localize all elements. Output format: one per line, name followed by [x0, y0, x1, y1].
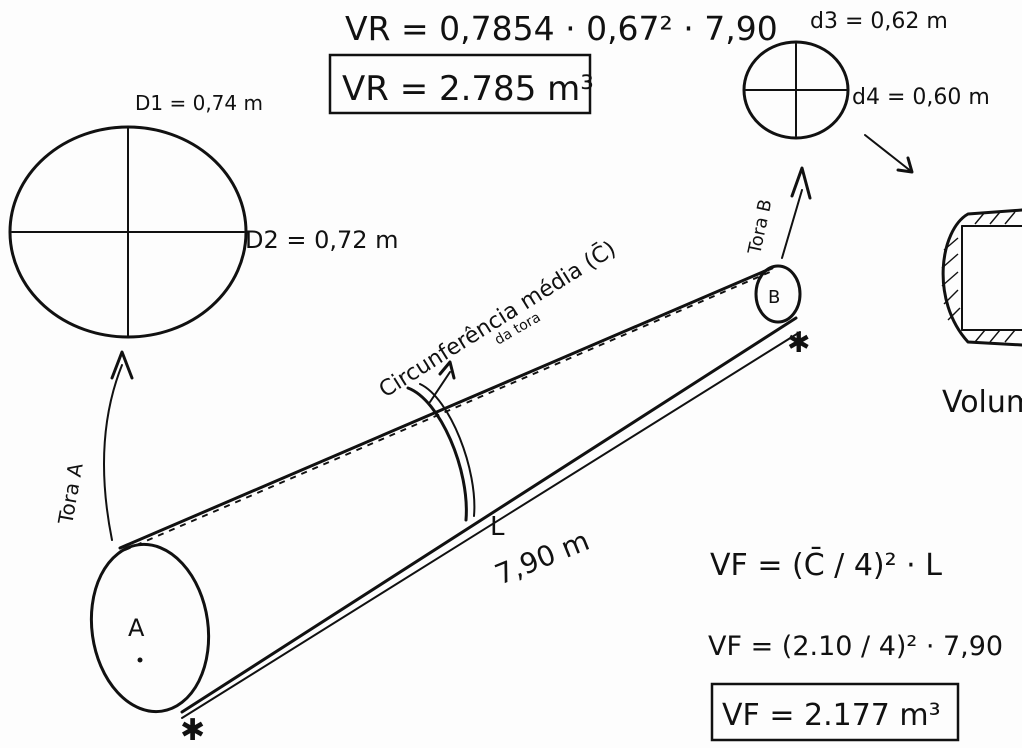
end-b-label: B	[768, 287, 780, 308]
arrowhead-volume	[896, 156, 914, 174]
vr-formula: VR = 0,7854 · 0,67² · 7,90	[345, 9, 778, 48]
arrowhead-b	[790, 166, 812, 200]
vr-result-box	[328, 53, 592, 115]
volume-section-outline	[941, 208, 1022, 347]
volume-hatching	[941, 211, 1016, 343]
vr-result: VR = 2.785 m³	[342, 69, 594, 109]
d3-label: d3 = 0,62 m	[810, 9, 948, 34]
end-a-label: A	[128, 614, 145, 642]
length-dimension-line	[181, 331, 801, 719]
d1-label: D1 = 0,74 m	[135, 91, 263, 115]
tora-b-label: Tora B	[744, 197, 776, 257]
arrow-to-section-a	[102, 364, 123, 541]
arrow-to-volume	[864, 134, 913, 173]
mid-circumference-band-inner	[419, 383, 476, 517]
arrowhead-circumference	[438, 360, 456, 380]
vf-substitution: VF = (2.10 / 4)² · 7,90	[708, 631, 1003, 662]
log-bottom-edge	[180, 316, 798, 714]
d4-label: d4 = 0,60 m	[852, 85, 990, 110]
length-value: 7,90 m	[490, 524, 594, 592]
volume-label: Volum	[942, 385, 1022, 420]
mid-circumference-label: Circunferência média (C̄)	[374, 236, 620, 403]
tora-a-label: Tora A	[53, 461, 88, 527]
arrow-to-section-b	[781, 189, 803, 259]
arrow-to-mid-circumference	[429, 371, 451, 403]
length-letter: L	[490, 512, 505, 542]
log-top-dashes	[124, 271, 771, 551]
dim-star-b: ✱	[787, 326, 810, 359]
dim-star-a: ✱	[180, 713, 205, 748]
log-top-edge	[118, 266, 774, 550]
end-a-center-dot	[137, 657, 143, 663]
vf-formula: VF = (C̄ / 4)² · L	[710, 547, 942, 583]
vf-result: VF = 2.177 m³	[722, 698, 941, 733]
arrowhead-a	[110, 350, 134, 380]
log-end-b	[754, 264, 802, 324]
vf-result-box	[710, 682, 960, 742]
log-end-a	[89, 542, 211, 714]
mid-circumference-band-outer	[406, 386, 468, 522]
d2-label: D2 = 0,72 m	[245, 226, 399, 254]
